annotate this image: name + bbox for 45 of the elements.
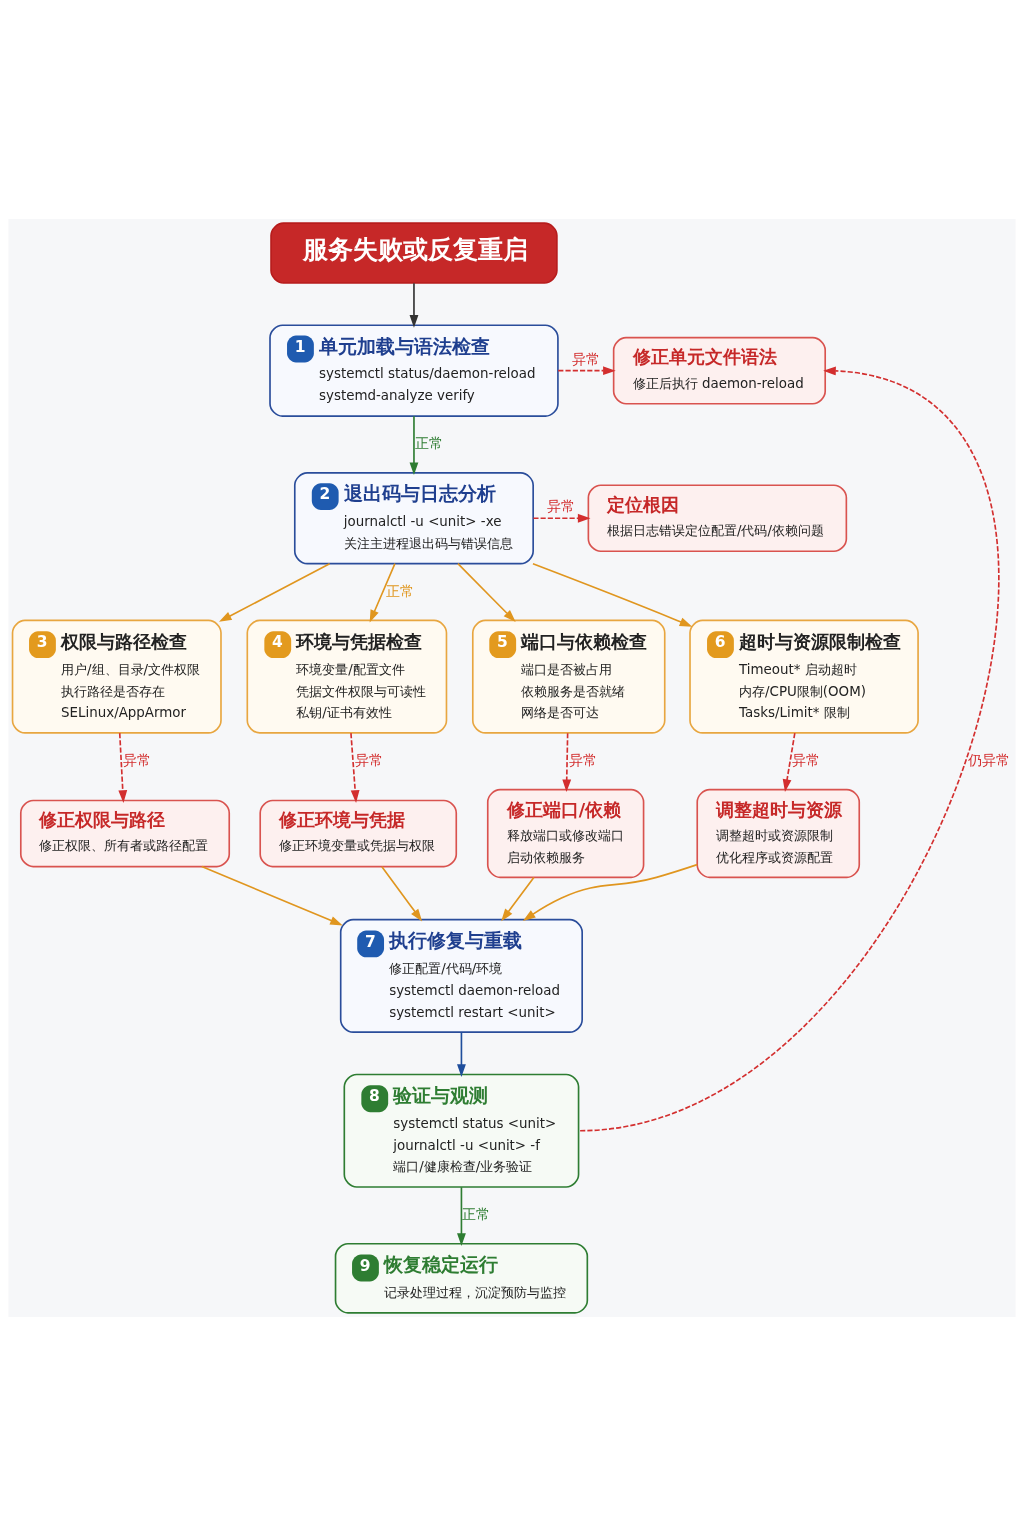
- node-box: 修正单元文件语法 修正后执行 daemon-reload: [612, 336, 827, 405]
- arrow: [118, 732, 128, 803]
- edge-label: 异常: [571, 350, 600, 367]
- node-box: 修正端口/依赖 释放端口或修改端口 启动依赖服务: [486, 788, 645, 879]
- node-box: 修正环境与凭据 修正环境变量或凭据与权限: [259, 799, 458, 868]
- node-box: 2 退出码与日志分析 journalctl -u <unit> -xe 关注主进程退出码与错误信息: [293, 472, 534, 565]
- arrow: [409, 282, 419, 328]
- arrow: [562, 732, 572, 793]
- arrow: [409, 415, 419, 476]
- arrow: [501, 876, 535, 922]
- arrow: [457, 1186, 466, 1246]
- arrow: [782, 732, 796, 793]
- arrow: [522, 863, 698, 921]
- node-box: 1 单元加载与语法检查 systemctl status/daemon-reload systemd-analyze verify: [269, 324, 559, 417]
- edge-label: 异常: [355, 752, 384, 769]
- arrow: [532, 562, 693, 627]
- edge-label: 仍异常: [968, 752, 1011, 769]
- node-box: 调整超时与资源 调整超时或资源限制 优化程序或资源配置: [696, 788, 861, 879]
- node-box: 8 验证与观测 systemctl status <unit> journalctl -u <unit> -f 端口/健康检查/业务验证: [343, 1073, 580, 1188]
- node-box: 9 恢复稳定运行 记录处理过程，沉淀预防与监控: [334, 1242, 589, 1314]
- arrow: [457, 562, 516, 623]
- node-box: 7 执行修复与重载 修正配置/代码/环境 systemctl daemon-reload systemctl restart <unit>: [339, 918, 583, 1033]
- edge-label: 异常: [568, 752, 597, 769]
- edge-label: 正常: [462, 1206, 491, 1223]
- arrow: [457, 1031, 466, 1077]
- arrow: [532, 513, 591, 523]
- edge-label: 异常: [122, 752, 151, 769]
- arrow: [200, 865, 343, 926]
- edge-label: 异常: [791, 752, 820, 769]
- node-box: 修正权限与路径 修正权限、所有者或路径配置: [19, 799, 231, 868]
- node-box: 5 端口与依赖检查 端口是否被占用 依赖服务是否就绪 网络是否可达: [471, 619, 666, 734]
- node-box: 6 超时与资源限制检查 Timeout* 启动超时 内存/CPU限制(OOM) Tasks/Limit* 限制: [689, 619, 919, 734]
- arrow: [219, 562, 331, 622]
- edge-label: 正常: [414, 435, 443, 452]
- arrow: [350, 732, 360, 803]
- node-box: 4 环境与凭据检查 环境变量/配置文件 凭据文件权限与可读性 私钥/证书有效性: [246, 619, 448, 734]
- node-box: 3 权限与路径检查 用户/组、目录/文件权限 执行路径是否存在 SELinux/AppArmor: [11, 619, 222, 734]
- edge-label: 异常: [546, 498, 575, 515]
- arrow: [381, 865, 423, 922]
- edge-label: 正常: [386, 582, 415, 599]
- arrow: [579, 366, 1000, 1132]
- node-box: 定位根因 根据日志错误定位配置/代码/依赖问题: [587, 484, 848, 553]
- arrow: [369, 562, 396, 623]
- node-box: 服务失败或反复重启: [270, 222, 558, 284]
- arrow: [557, 366, 616, 376]
